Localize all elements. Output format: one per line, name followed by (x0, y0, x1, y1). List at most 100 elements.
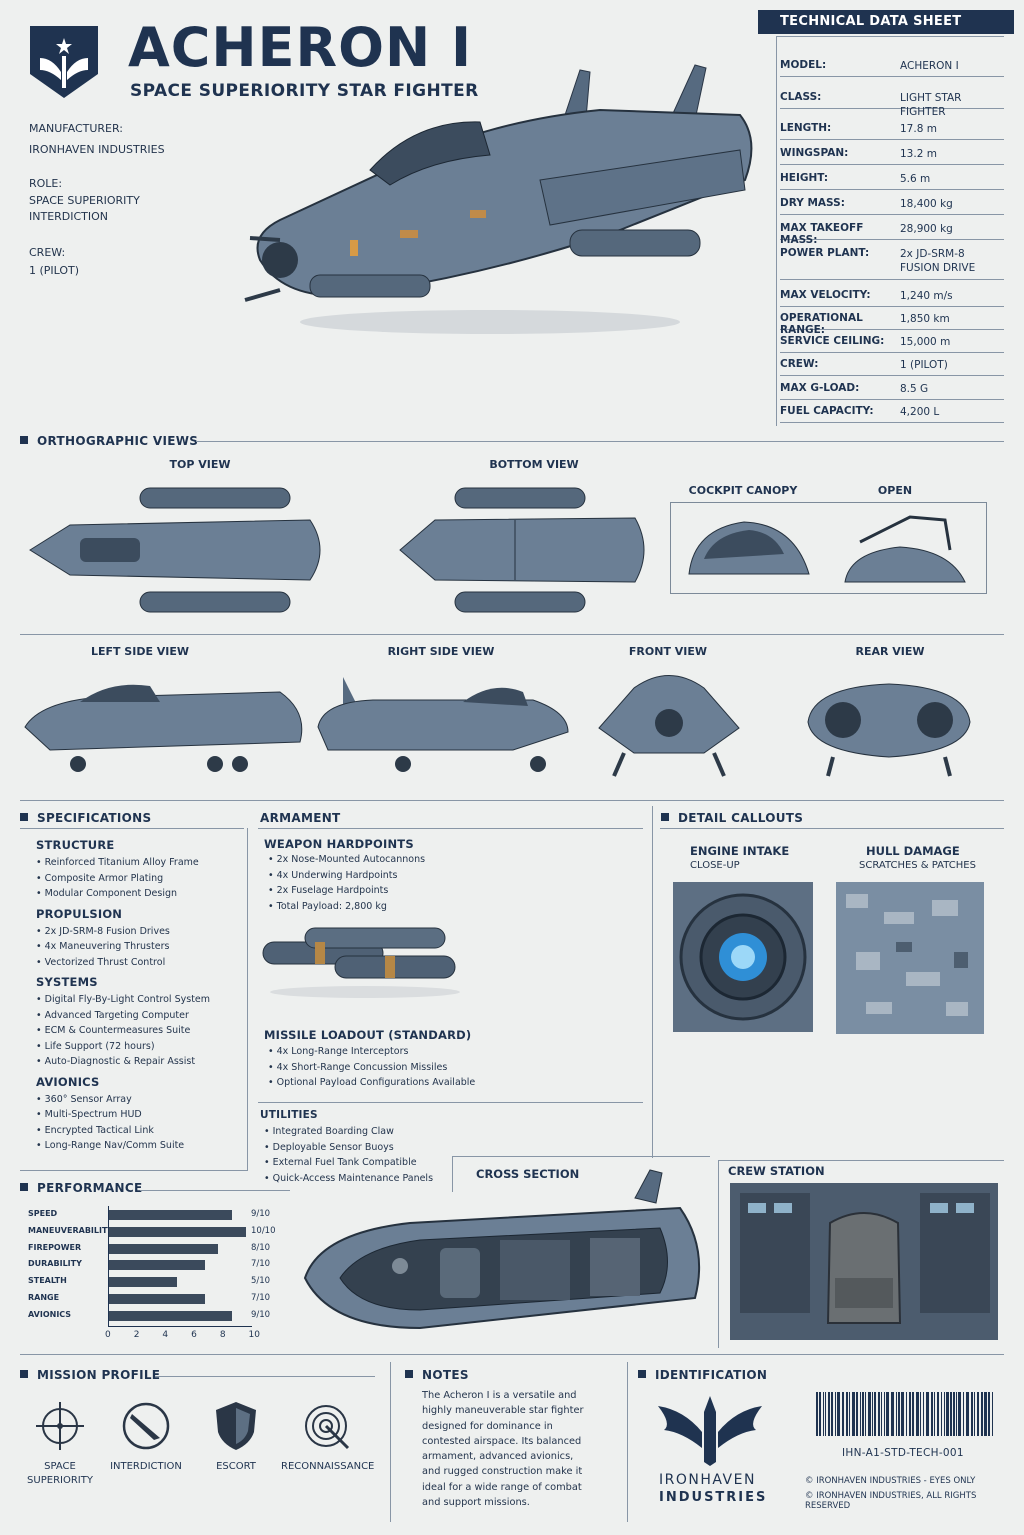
mission-heading: MISSION PROFILE (20, 1368, 160, 1382)
mission-label: INTERDICTION (101, 1460, 191, 1474)
armament-heading: ARMAMENT (260, 811, 341, 825)
tech-row-key: LENGTH: (780, 122, 832, 134)
barcode-bar (958, 1392, 961, 1436)
manufacturer-label: MANUFACTURER: (29, 122, 123, 135)
front-view-illustration (594, 668, 744, 780)
barcode-bar (966, 1392, 969, 1436)
barcode-bar (946, 1392, 949, 1436)
tech-row-value-line: 8.5 G (900, 383, 929, 395)
tech-row-value: 1,850 km (900, 312, 950, 326)
barcode-bar (956, 1392, 957, 1436)
utility-item: Quick-Access Maintenance Panels (264, 1171, 433, 1187)
mission-label-line1: SPACE (44, 1461, 76, 1472)
barcode-bar (856, 1392, 858, 1436)
perf-bar (108, 1260, 205, 1271)
tech-row-value-line: 4,200 L (900, 406, 940, 418)
perf-axis-base (108, 1326, 252, 1327)
tech-row: OPERATIONAL RANGE: 1,850 km (780, 307, 1004, 336)
copyright-line2: © IRONHAVEN INDUSTRIES, ALL RIGHTS RESER… (805, 1491, 977, 1511)
tech-row: CREW:1 (PILOT) (780, 353, 1004, 376)
barcode-bar (852, 1392, 855, 1436)
engine-intake-sub: CLOSE-UP (690, 860, 740, 871)
barcode-bar (823, 1392, 824, 1436)
barcode-bar (906, 1392, 907, 1436)
utilities-title: UTILITIES (260, 1109, 318, 1121)
specs-list: STRUCTUREReinforced Titanium Alloy Frame… (36, 836, 242, 1159)
spec-group-title: STRUCTURE (36, 838, 115, 852)
perf-value-label: 9/10 (251, 1309, 271, 1320)
spec-item: Multi-Spectrum HUD (36, 1107, 242, 1123)
tech-sheet-title: TECHNICAL DATA SHEET (780, 14, 962, 29)
perf-tick-label: 6 (191, 1330, 197, 1340)
perf-label: SPEED (28, 1209, 58, 1218)
canopy-frame (670, 502, 987, 594)
tech-row-value: 18,400 kg (900, 197, 953, 211)
barcode-bar (931, 1392, 933, 1436)
hull-damage-sub: SCRATCHES & PATCHES (859, 860, 976, 871)
notes-line: ideal for a wide range of combat (422, 1481, 582, 1493)
perf-label: RANGE (28, 1293, 60, 1302)
tech-row-value: 15,000 m (900, 335, 950, 349)
tech-row: HEIGHT:5.6 m (780, 167, 1004, 190)
tech-row: MODEL:ACHERON I (780, 54, 1004, 77)
tech-row-value-line: FUSION DRIVE (900, 262, 976, 274)
identification-heading: IDENTIFICATION (638, 1368, 767, 1382)
barcode-bar (846, 1392, 848, 1436)
mission-label: ESCORT (191, 1460, 281, 1474)
perf-tick-label: 0 (105, 1330, 111, 1340)
tech-row-value-line: 13.2 m (900, 148, 937, 160)
mission-item: RECONNAISSANCE (281, 1400, 374, 1474)
barcode-bar (831, 1392, 833, 1436)
role-label: ROLE: (29, 177, 63, 190)
tech-row-key: WINGSPAN: (780, 147, 849, 159)
barcode-bar (920, 1392, 921, 1436)
performance-heading: PERFORMANCE (20, 1181, 142, 1195)
barcode-bar (901, 1392, 904, 1436)
utilities-list: Integrated Boarding ClawDeployable Senso… (264, 1124, 433, 1186)
hull-damage-image (836, 882, 984, 1034)
perf-bar (108, 1226, 246, 1237)
missile-item: Optional Payload Configurations Availabl… (268, 1075, 476, 1091)
tech-row-key: CREW: (780, 358, 819, 370)
tech-row-value: 13.2 m (900, 147, 937, 161)
barcode-bar (862, 1392, 864, 1436)
barcode-bar (868, 1392, 871, 1436)
manufacturer-value: IRONHAVEN INDUSTRIES (29, 143, 165, 156)
engine-intake-image (673, 882, 813, 1032)
tech-row: SERVICE CEILING:15,000 m (780, 330, 1004, 353)
barcode-bar (828, 1392, 830, 1436)
tech-row-key: OPERATIONAL RANGE: (780, 312, 863, 336)
tech-row: DRY MASS:18,400 kg (780, 192, 1004, 215)
tech-sheet-header (758, 10, 1014, 34)
spec-item: Composite Armor Plating (36, 871, 242, 887)
spec-item: Vectorized Thrust Control (36, 955, 242, 971)
perf-value-label: 7/10 (251, 1293, 271, 1303)
mission-item: ESCORT (191, 1400, 281, 1474)
role-line2: INTERDICTION (29, 210, 109, 223)
tech-row-value-line: 1,850 km (900, 313, 950, 325)
notes-line: and support missions. (422, 1497, 530, 1509)
page-title: ACHERON I (128, 16, 473, 79)
hull-damage-title: HULL DAMAGE (866, 844, 960, 858)
hero-ship-illustration (240, 60, 770, 340)
spec-group-title: PROPULSION (36, 906, 123, 921)
barcode-bar (953, 1392, 955, 1436)
perf-tick-label: 2 (133, 1330, 140, 1340)
crosshair-icon (34, 1400, 86, 1452)
barcode-bar (923, 1392, 924, 1436)
spec-item: Digital Fly-By-Light Control System (36, 992, 242, 1008)
utility-item: Deployable Sensor Buoys (264, 1140, 433, 1156)
perf-label: FIREPOWER (28, 1242, 82, 1252)
bottom-view-illustration (395, 480, 655, 620)
crew-station-image (730, 1183, 998, 1340)
barcode-bar (963, 1392, 964, 1436)
missile-title: MISSILE LOADOUT (STANDARD) (264, 1028, 472, 1042)
barcode-bar (842, 1392, 844, 1436)
tech-row: MAX TAKEOFF MASS:28,900 kg (780, 217, 1004, 246)
barcode-bar (937, 1392, 939, 1436)
tech-row-value: 4,200 L (900, 405, 939, 419)
